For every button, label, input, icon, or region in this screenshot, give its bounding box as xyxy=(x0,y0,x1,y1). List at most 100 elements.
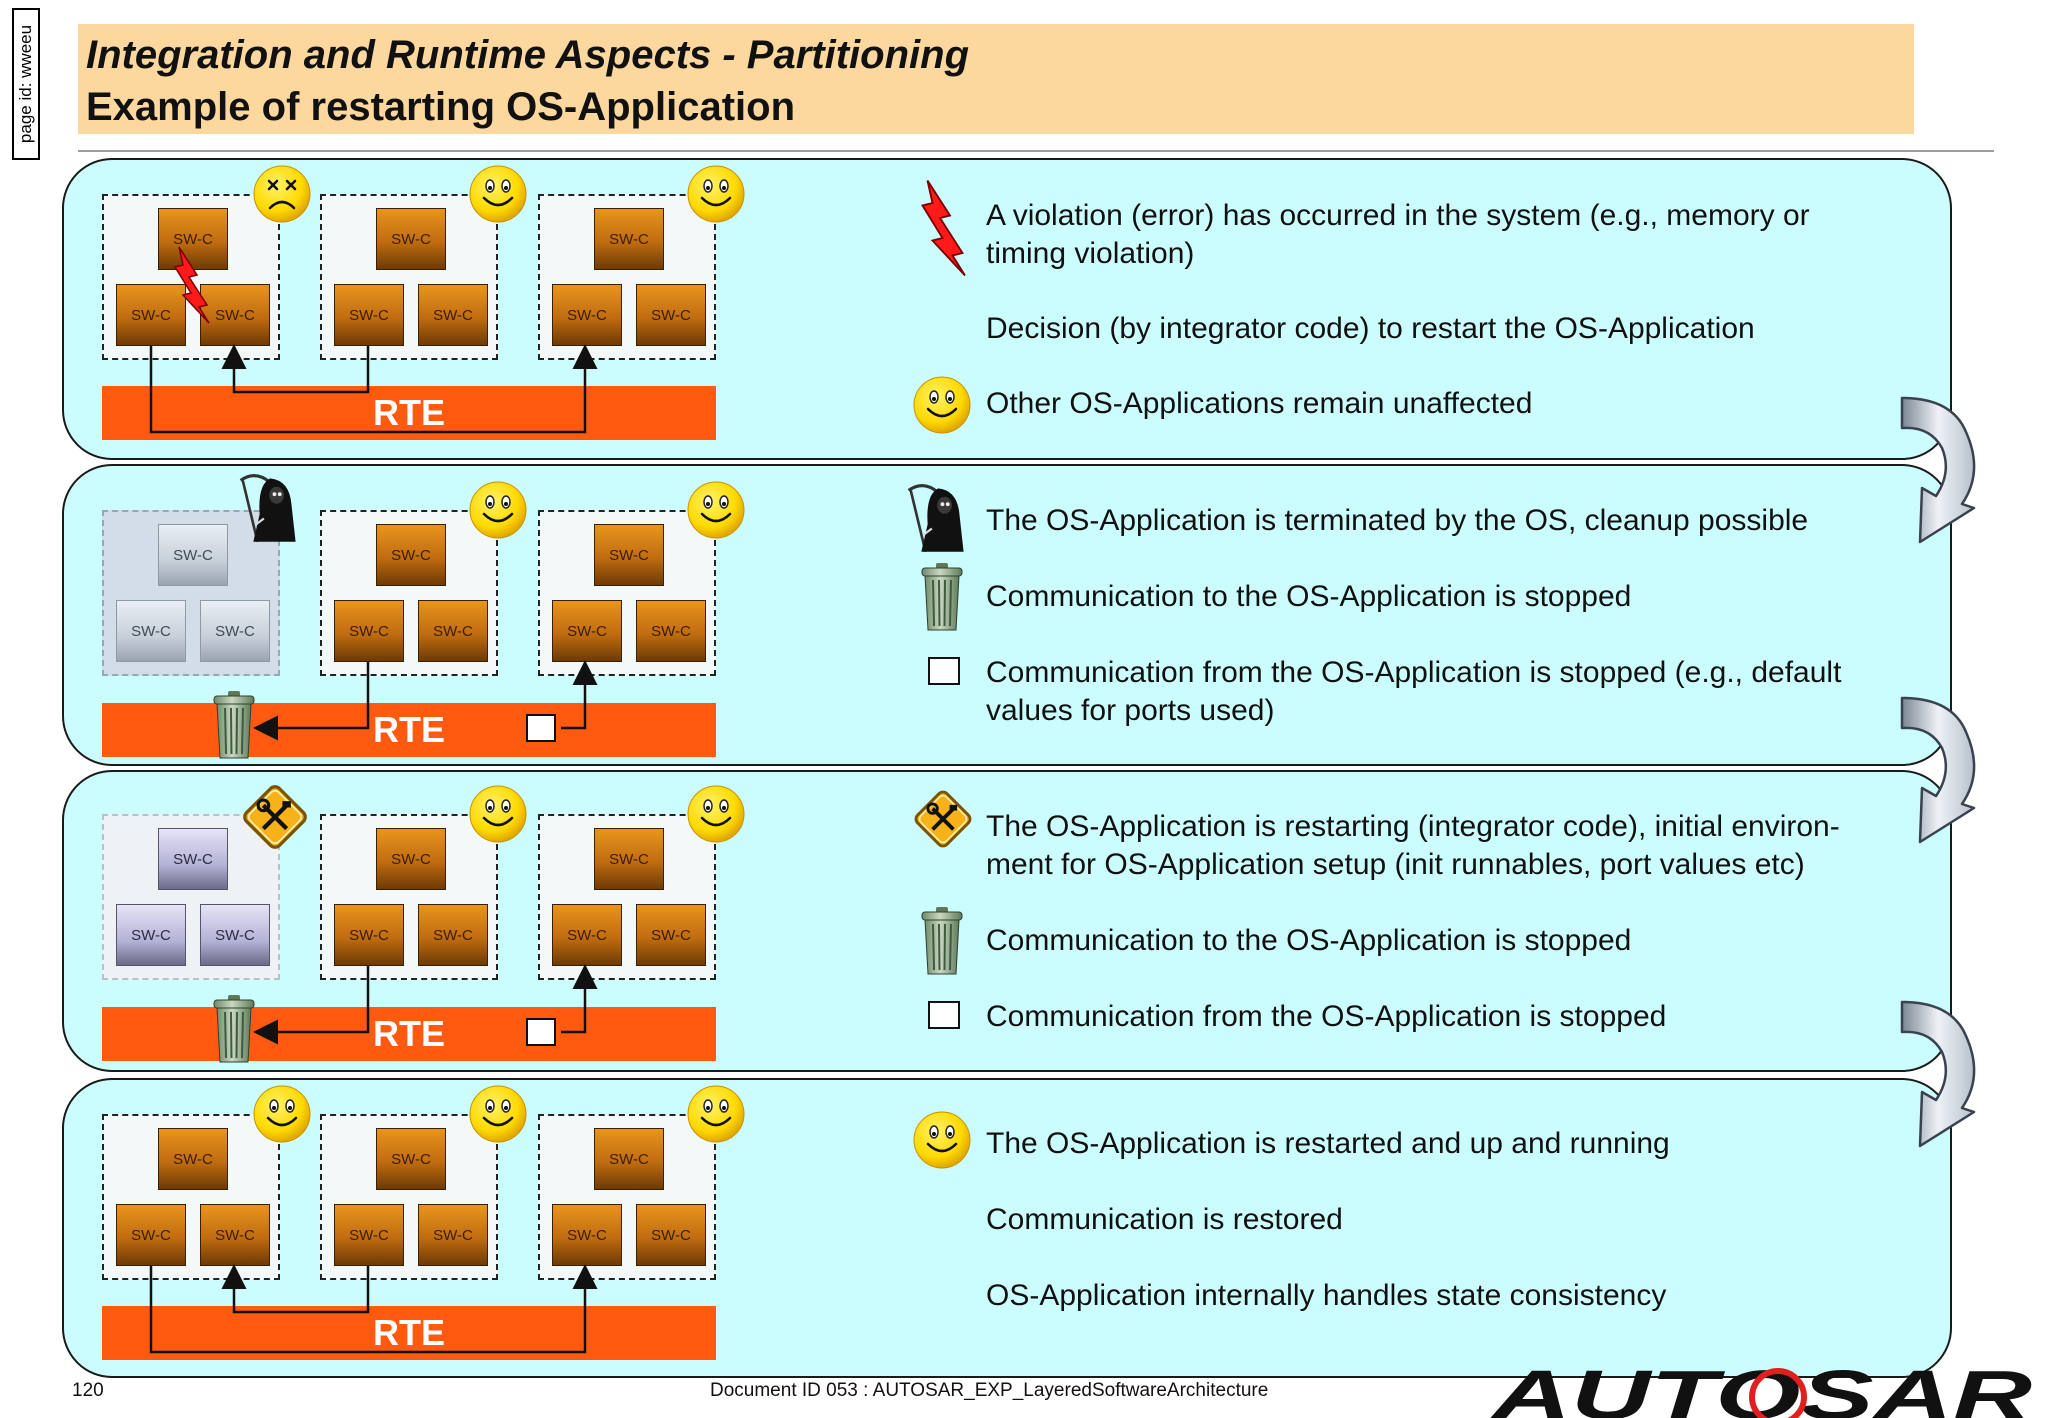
smiley-icon xyxy=(912,1110,972,1170)
default-value-box-icon xyxy=(928,657,960,685)
smiley-icon xyxy=(468,164,528,224)
smiley-icon xyxy=(252,1084,312,1144)
swc-block: SW-C xyxy=(594,208,664,270)
step1-text-3: Other OS-Applications remain unaffected xyxy=(986,387,1533,420)
trash-can-icon xyxy=(212,690,256,760)
dead-face-icon xyxy=(252,164,312,224)
swc-block: SW-C xyxy=(158,1128,228,1190)
default-value-box-icon xyxy=(526,714,556,742)
step3-text-3: Communication from the OS-Application is… xyxy=(986,1000,1667,1033)
step3-text-1a: The OS-Application is restarting (integr… xyxy=(986,810,1840,843)
step2-text-2: Communication to the OS-Application is s… xyxy=(986,580,1632,613)
step3-text-2: Communication to the OS-Application is s… xyxy=(986,924,1632,957)
swc-block: SW-C xyxy=(116,904,186,966)
os-application: SW-C SW-C SW-C xyxy=(538,814,716,980)
trash-can-icon xyxy=(212,994,256,1064)
grim-reaper-icon xyxy=(234,472,298,546)
smiley-icon xyxy=(468,784,528,844)
default-value-box-icon xyxy=(928,1001,960,1029)
swc-block: SW-C xyxy=(376,524,446,586)
swc-block: SW-C xyxy=(200,904,270,966)
swc-block: SW-C xyxy=(418,1204,488,1266)
swc-block: SW-C xyxy=(376,1128,446,1190)
svg-text:AUTOSAR: AUTOSAR xyxy=(1490,1357,2033,1418)
smiley-icon xyxy=(686,480,746,540)
swc-block: SW-C xyxy=(636,1204,706,1266)
trash-can-icon xyxy=(920,906,964,976)
smiley-icon xyxy=(468,1084,528,1144)
step1-text-1a: A violation (error) has occurred in the … xyxy=(986,199,1810,232)
swc-block: SW-C xyxy=(116,600,186,662)
page-number: 120 xyxy=(72,1380,104,1401)
rte-bar: RTE xyxy=(102,386,716,440)
step2-text-1: The OS-Application is terminated by the … xyxy=(986,504,1809,537)
os-application: SW-C SW-C SW-C xyxy=(320,510,498,676)
step3-text-1b: ment for OS-Application setup (init runn… xyxy=(986,848,1805,881)
swc-block: SW-C xyxy=(418,904,488,966)
tools-sign-icon xyxy=(910,786,976,852)
step4-text-2: Communication is restored xyxy=(986,1203,1343,1236)
swc-block: SW-C xyxy=(636,904,706,966)
os-application: SW-C SW-C SW-C xyxy=(538,1114,716,1280)
os-application-restarting: SW-C SW-C SW-C xyxy=(102,814,280,980)
os-application-terminated: SW-C SW-C SW-C xyxy=(102,510,280,676)
title-divider xyxy=(78,150,1994,152)
grim-reaper-icon xyxy=(902,482,966,556)
swc-block: SW-C xyxy=(158,208,228,270)
page-title: Integration and Runtime Aspects - Partit… xyxy=(86,33,970,77)
next-step-arrow-icon xyxy=(1898,692,1998,862)
step2-text-3a: Communication from the OS-Application is… xyxy=(986,656,1842,689)
step1-text-1b: timing violation) xyxy=(986,237,1195,270)
os-application: SW-C SW-C SW-C xyxy=(320,814,498,980)
page-id-label: page id: wweeu xyxy=(16,24,35,144)
step4-text-1: The OS-Application is restarted and up a… xyxy=(986,1127,1670,1160)
smiley-icon xyxy=(686,164,746,224)
title-bar xyxy=(78,24,1914,134)
swc-block: SW-C xyxy=(636,284,706,346)
swc-block: SW-C xyxy=(158,524,228,586)
next-step-arrow-icon xyxy=(1898,996,1998,1166)
swc-block: SW-C xyxy=(116,1204,186,1266)
rte-bar: RTE xyxy=(102,1306,716,1360)
swc-block: SW-C xyxy=(552,284,622,346)
page-subtitle: Example of restarting OS-Application xyxy=(86,85,796,129)
smiley-icon xyxy=(468,480,528,540)
default-value-box-icon xyxy=(526,1018,556,1046)
swc-block: SW-C xyxy=(418,284,488,346)
swc-block: SW-C xyxy=(552,1204,622,1266)
swc-block: SW-C xyxy=(594,828,664,890)
step4-text-3: OS-Application internally handles state … xyxy=(986,1279,1667,1312)
swc-block: SW-C xyxy=(116,284,186,346)
os-application-restarted: SW-C SW-C SW-C xyxy=(102,1114,280,1280)
smiley-icon xyxy=(912,375,972,435)
trash-can-icon xyxy=(920,562,964,632)
smiley-icon xyxy=(686,784,746,844)
tools-sign-icon xyxy=(238,780,312,854)
os-application: SW-C SW-C SW-C xyxy=(538,194,716,360)
os-application: SW-C SW-C SW-C xyxy=(320,1114,498,1280)
swc-block: SW-C xyxy=(376,208,446,270)
swc-block: SW-C xyxy=(636,600,706,662)
swc-block: SW-C xyxy=(594,1128,664,1190)
lightning-icon xyxy=(920,178,970,278)
rte-bar: RTE xyxy=(102,1007,716,1061)
swc-block: SW-C xyxy=(334,284,404,346)
os-application: SW-C SW-C SW-C xyxy=(320,194,498,360)
autosar-logo: AUTOSAR xyxy=(1490,1357,2033,1418)
swc-block: SW-C xyxy=(552,904,622,966)
swc-block: SW-C xyxy=(200,284,270,346)
swc-block: SW-C xyxy=(334,1204,404,1266)
swc-block: SW-C xyxy=(200,600,270,662)
page-id-box: page id: wweeu xyxy=(12,8,40,160)
swc-block: SW-C xyxy=(200,1204,270,1266)
step1-text-2: Decision (by integrator code) to restart… xyxy=(986,312,1755,345)
swc-block: SW-C xyxy=(594,524,664,586)
swc-block: SW-C xyxy=(158,828,228,890)
swc-block: SW-C xyxy=(552,600,622,662)
lightning-icon xyxy=(173,245,213,325)
swc-block: SW-C xyxy=(418,600,488,662)
rte-bar: RTE xyxy=(102,703,716,757)
next-step-arrow-icon xyxy=(1898,392,1998,562)
document-id: Document ID 053 : AUTOSAR_EXP_LayeredSof… xyxy=(710,1380,1269,1401)
swc-block: SW-C xyxy=(334,904,404,966)
